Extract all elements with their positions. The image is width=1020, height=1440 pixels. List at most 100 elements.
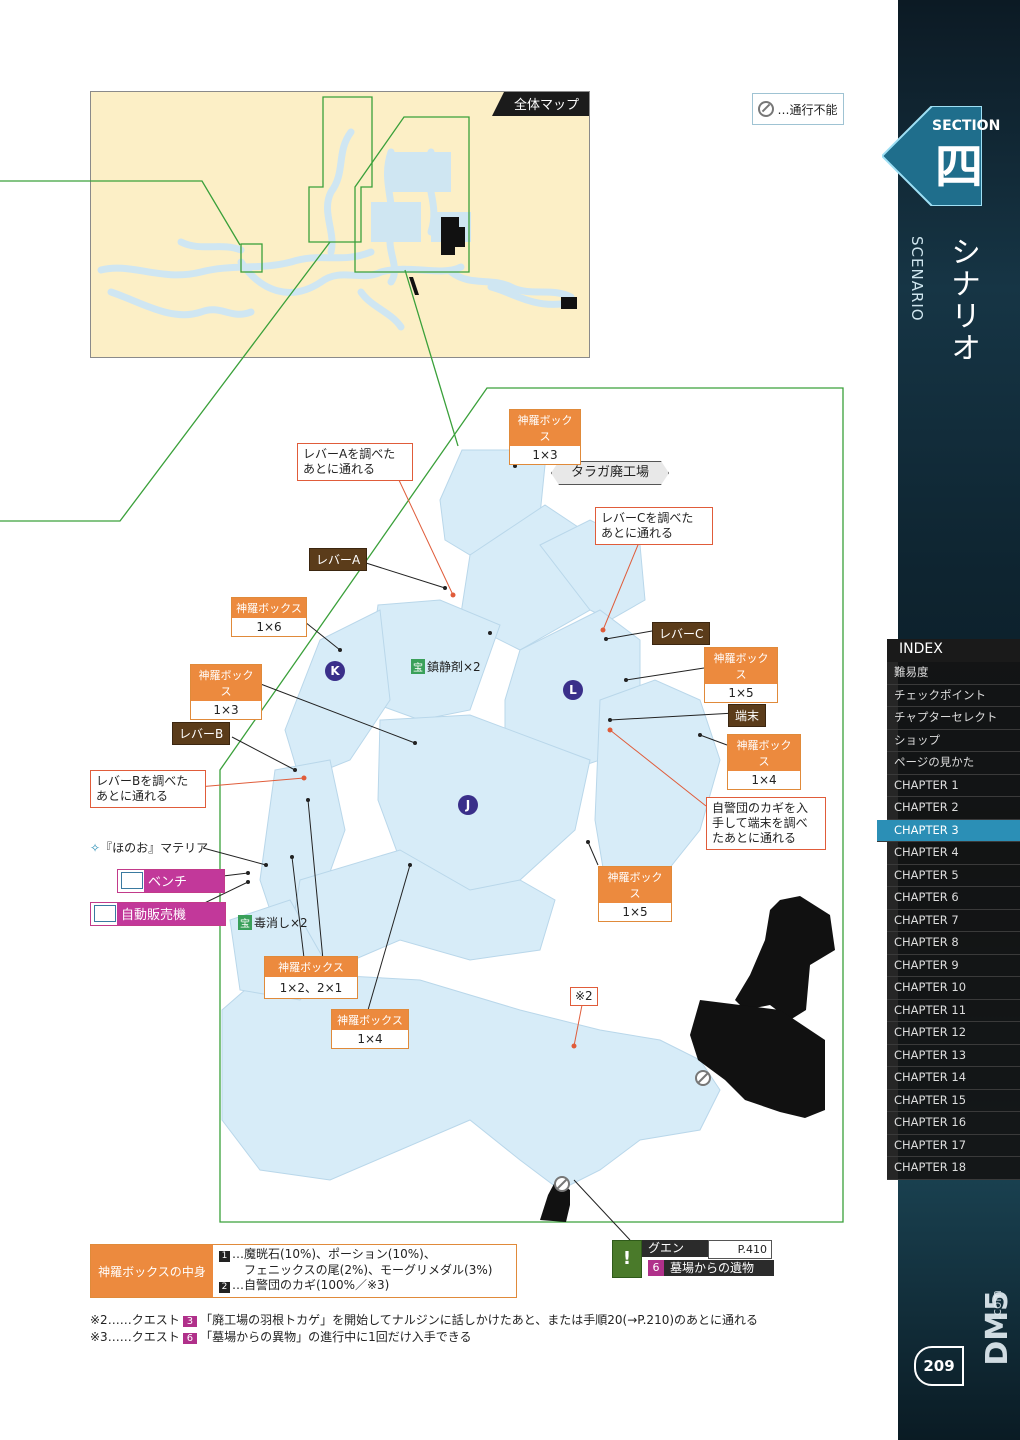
index-item[interactable]: CHAPTER 10 <box>887 977 1020 1000</box>
shinra-box-callout: 神羅ボックス 1×5 <box>704 647 778 703</box>
shinra-box-callout: 神羅ボックス 1×4 <box>331 1009 409 1049</box>
vending-machine-label: 自動販売機 <box>121 908 187 923</box>
antidote-item: 宝毒消し×2 <box>238 914 308 931</box>
contents-body: 1…魔晄石(10%)、ポーション(10%)、 フェニックスの尾(2%)、モーグリ… <box>213 1245 516 1297</box>
index-item[interactable]: CHAPTER 18 <box>887 1157 1020 1180</box>
contents-line-3: …自警団のカギ(100%／※3) <box>232 1278 390 1292</box>
index-item[interactable]: CHAPTER 15 <box>887 1089 1020 1112</box>
antidote-label: 毒消し×2 <box>254 916 308 930</box>
legend-no-entry-label: …通行不能 <box>777 102 838 117</box>
section-label: SECTION <box>932 118 1001 134</box>
terminal-label: 端末 <box>728 704 767 727</box>
number-2-icon: 2 <box>219 1282 230 1293</box>
footnote-3-text: 「墓場からの異物」の進行中に1回だけ入手できる <box>200 1330 472 1344</box>
contents-line-1: …魔晄石(10%)、ポーション(10%)、 <box>232 1247 436 1261</box>
index-item[interactable]: CHAPTER 5 <box>887 864 1020 887</box>
index-item[interactable]: CHAPTER 9 <box>887 954 1020 977</box>
quest-number: 6 <box>648 1260 664 1276</box>
section-chevron-icon <box>882 106 982 206</box>
area-marker-l: L <box>563 680 583 700</box>
bench-tag: ベンチ <box>117 869 225 893</box>
footnote-ref-2: ※2 <box>570 987 598 1006</box>
quest-page-ref: P.410 <box>708 1240 772 1259</box>
detail-map <box>0 180 844 1241</box>
index-item[interactable]: CHAPTER 11 <box>887 999 1020 1022</box>
watermark-suffix: .com <box>990 1290 1004 1320</box>
index-item[interactable]: CHAPTER 4 <box>887 842 1020 865</box>
shinra-box-title: 神羅ボックス <box>599 867 671 903</box>
index-item[interactable]: CHAPTER 3 <box>877 819 1020 842</box>
bench-icon <box>121 872 143 889</box>
index-item[interactable]: CHAPTER 1 <box>887 774 1020 797</box>
contents-heading: 神羅ボックスの中身 <box>91 1245 213 1297</box>
shinra-box-title: 神羅ボックス <box>265 957 357 977</box>
shinra-box-contents: 1×4 <box>751 773 777 787</box>
sedative-item: 宝鎮静剤×2 <box>411 658 481 675</box>
location-name-tag: タラガ廃工場 <box>551 461 669 485</box>
index-heading: INDEX <box>887 639 1020 662</box>
quest-title: 墓場からの遺物 <box>664 1260 774 1276</box>
footnote-2-prefix: ※2……クエスト <box>90 1313 180 1327</box>
index-item[interactable]: チャプターセレクト <box>887 707 1020 730</box>
sedative-label: 鎮静剤×2 <box>427 660 481 674</box>
lever-b-label: レバーB <box>172 722 231 745</box>
quest-tag: ! グエン P.410 6 墓場からの遺物 <box>612 1240 774 1278</box>
index-item[interactable]: CHAPTER 8 <box>887 932 1020 955</box>
shinra-box-callout: 神羅ボックス 1×3 <box>509 409 581 465</box>
footnote-3-quest-number: 6 <box>182 1333 198 1344</box>
lever-c-label: レバーC <box>652 622 711 645</box>
lever-a-note: レバーAを調べた あとに通れる <box>297 443 413 481</box>
index-item[interactable]: ショップ <box>887 729 1020 752</box>
shinra-box-contents: 1×3 <box>213 703 239 717</box>
overview-map: 全体マップ <box>90 91 590 358</box>
index-item[interactable]: チェックポイント <box>887 684 1020 707</box>
shinra-box-contents-table: 神羅ボックスの中身 1…魔晄石(10%)、ポーション(10%)、 フェニックスの… <box>90 1244 517 1298</box>
area-marker-j: J <box>458 795 478 815</box>
shinra-box-contents: 1×4 <box>357 1032 383 1046</box>
shinra-box-title: 神羅ボックス <box>728 735 800 771</box>
number-1-icon: 1 <box>219 1251 230 1262</box>
index-item[interactable]: ページの見かた <box>887 752 1020 775</box>
shinra-box-contents: 1×6 <box>256 620 282 634</box>
shinra-box-callout: 神羅ボックス 1×3 <box>190 664 262 720</box>
materia-label: 『ほのお』マテリア <box>100 841 209 855</box>
index-item[interactable]: CHAPTER 12 <box>887 1022 1020 1045</box>
shinra-box-callout: 神羅ボックス 1×2、2×1 <box>264 956 358 999</box>
no-entry-marker <box>554 1070 711 1192</box>
quest-alert-icon: ! <box>612 1240 642 1278</box>
overview-map-title: 全体マップ <box>491 92 589 116</box>
shinra-box-title: 神羅ボックス <box>332 1010 408 1030</box>
index-item[interactable]: CHAPTER 2 <box>887 797 1020 820</box>
legend-box: …通行不能 <box>752 93 844 125</box>
footnote-2-text: 「廃工場の羽根トカゲ」を開始してナルジンに話しかけたあと、または手順20(→P.… <box>200 1313 759 1327</box>
footnote-2-quest-number: 3 <box>182 1316 198 1327</box>
overview-map-drawing <box>97 96 577 331</box>
index-item[interactable]: CHAPTER 6 <box>887 887 1020 910</box>
shinra-box-contents: 1×5 <box>622 905 648 919</box>
shinra-box-callout: 神羅ボックス 1×4 <box>727 734 801 790</box>
contents-line-2: フェニックスの尾(2%)、モーグリメダル(3%) <box>244 1262 493 1277</box>
index-item[interactable]: CHAPTER 13 <box>887 1044 1020 1067</box>
index-item[interactable]: 難易度 <box>887 662 1020 685</box>
index-item[interactable]: CHAPTER 16 <box>887 1112 1020 1135</box>
key-note: 自警団のカギを入 手して端末を調べ たあとに通れる <box>706 797 826 850</box>
no-entry-icon <box>758 101 775 117</box>
index-item[interactable]: CHAPTER 14 <box>887 1067 1020 1090</box>
index-item[interactable]: CHAPTER 7 <box>887 909 1020 932</box>
scenario-title-jp: シナリオ <box>945 236 980 364</box>
vending-machine-tag: 自動販売機 <box>90 902 226 926</box>
treasure-icon: 宝 <box>238 915 252 930</box>
scenario-title-en: SCENARIO <box>908 236 926 322</box>
lever-b-note: レバーBを調べた あとに通れる <box>90 770 206 808</box>
lever-a-label: レバーA <box>309 548 368 571</box>
shinra-box-contents: 1×3 <box>532 448 558 462</box>
quest-npc-name: グエン <box>642 1240 708 1257</box>
shinra-box-title: 神羅ボックス <box>232 598 306 618</box>
area-marker-k: K <box>325 661 345 681</box>
shinra-box-title: 神羅ボックス <box>191 665 261 701</box>
index-item[interactable]: CHAPTER 17 <box>887 1134 1020 1157</box>
treasure-icon: 宝 <box>411 659 425 674</box>
